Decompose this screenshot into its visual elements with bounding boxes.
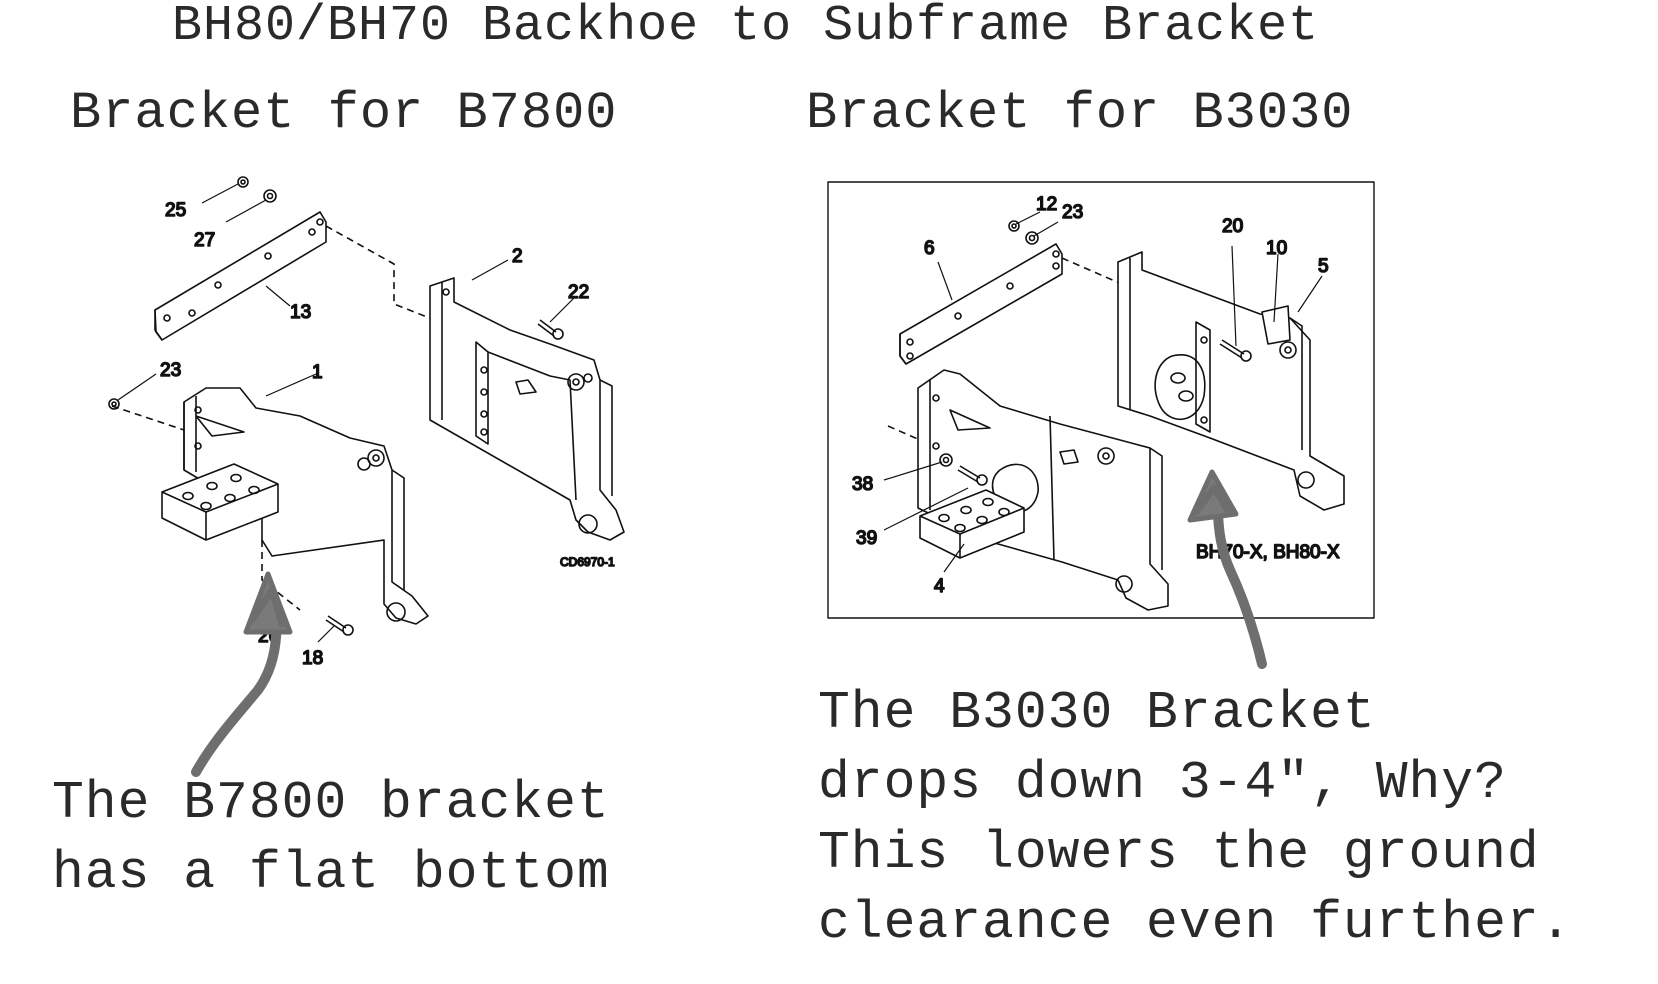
callout-38: 38	[852, 474, 873, 495]
leaders-right	[883, 211, 1323, 573]
callout-27: 27	[194, 230, 215, 251]
callout-20: 20	[1222, 216, 1243, 237]
bolt-18	[325, 615, 354, 636]
bolt-20	[1219, 339, 1252, 362]
plate-6	[899, 243, 1063, 365]
callout-10: 10	[1266, 238, 1287, 259]
callout-12: 12	[1036, 194, 1057, 215]
callout-39: 39	[856, 528, 877, 549]
washer-23-right	[1025, 231, 1039, 245]
callout-25: 25	[165, 200, 186, 221]
arrow-left-hand-drawn	[191, 571, 293, 777]
step-plate-right	[919, 489, 1025, 559]
callout-5: 5	[1318, 256, 1329, 277]
callout-2: 2	[512, 246, 523, 267]
callout-13: 13	[290, 302, 311, 323]
callout-23-left: 23	[160, 360, 181, 381]
diagram-code-left: CD6970-1	[560, 555, 615, 569]
callout-4: 4	[934, 576, 945, 597]
b7800-diagram: 25 27 13 2 22 23 1 18 26 CD6970-1	[108, 176, 625, 670]
rear-bracket-right	[1117, 251, 1345, 511]
washer-27	[263, 189, 277, 203]
leaders-left	[117, 183, 575, 643]
left-heading: Bracket for B7800	[70, 84, 618, 143]
plate-13	[154, 211, 327, 341]
nut-23-left	[108, 398, 120, 410]
diagram-frame-right	[827, 181, 1375, 619]
callout-18: 18	[302, 648, 323, 669]
callout-22: 22	[568, 282, 589, 303]
bracket-1	[183, 387, 429, 625]
b3030-diagram: 12 23 6 20 10 5 38 39 4 BH70-X, BH80-X	[827, 181, 1375, 619]
diagram-code-right: BH70-X, BH80-X	[1196, 542, 1340, 563]
bracket-2	[429, 277, 625, 541]
arrow-right-hand-drawn	[1187, 469, 1267, 669]
note-b3030: The B3030 Bracket drops down 3-4", Why? …	[818, 683, 1573, 953]
right-heading: Bracket for B3030	[806, 84, 1354, 143]
page-title: BH80/BH70 Backhoe to Subframe Bracket	[172, 0, 1320, 55]
callout-23-right: 23	[1062, 202, 1083, 223]
bolt-39	[957, 465, 988, 486]
washer-38	[939, 453, 953, 467]
callout-6: 6	[924, 238, 935, 259]
callout-1: 1	[312, 362, 323, 383]
bolt-22	[537, 319, 564, 340]
nut-12	[1008, 220, 1020, 232]
note-b7800: The B7800 bracket has a flat bottom	[52, 773, 610, 903]
nut-25	[237, 176, 249, 188]
alignment-lines-left	[111, 225, 461, 611]
step-plate-left	[161, 463, 279, 541]
